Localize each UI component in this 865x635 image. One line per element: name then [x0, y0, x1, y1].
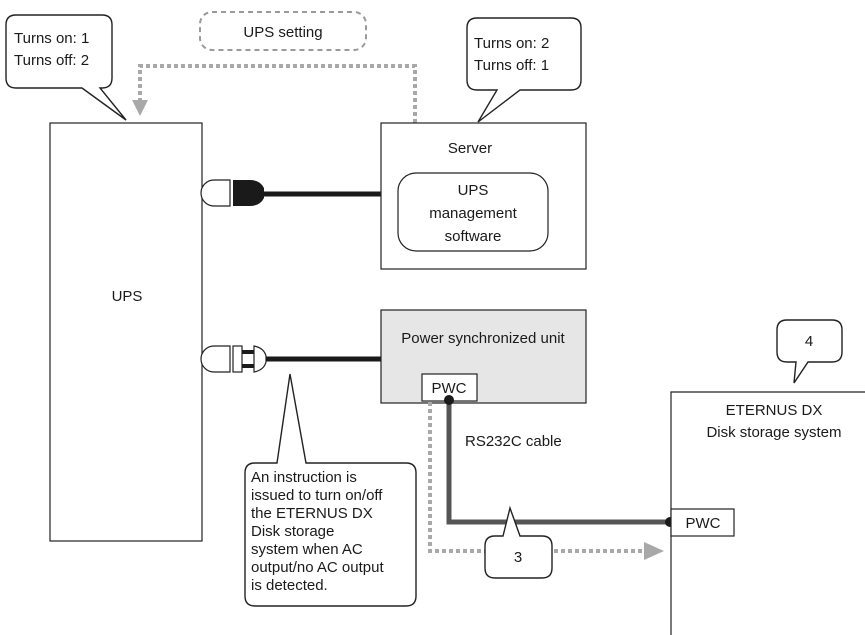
software-label-line1: UPS	[458, 182, 489, 199]
ups-turns-callout	[5, 14, 127, 121]
ups-outlet-top	[200, 179, 231, 207]
ups-setting-arrowhead	[132, 100, 148, 116]
step-3-text: 3	[514, 549, 522, 566]
ups-turns-on-text: Turns on: 1	[14, 30, 89, 47]
server-turns-on-text: Turns on: 2	[474, 35, 549, 52]
plug-bottom-body	[232, 345, 243, 373]
plug-bottom-prong-lower	[242, 364, 254, 368]
instruction-line1: An instruction is	[251, 469, 357, 486]
plug-bottom-prong-upper	[242, 350, 254, 354]
ups-setting-text: UPS setting	[243, 24, 322, 41]
instruction-line6: output/no AC output	[251, 559, 384, 576]
ups-software-box	[397, 172, 549, 252]
instruction-line2: issued to turn on/off	[251, 487, 383, 504]
software-label-line2: management	[429, 205, 517, 222]
ups-label: UPS	[112, 288, 143, 305]
power-sync-unit-box	[380, 309, 587, 404]
instruction-line3: the ETERNUS DX	[251, 505, 373, 522]
server-turns-callout	[466, 17, 582, 123]
server-label: Server	[448, 140, 492, 157]
software-label-line3: software	[445, 228, 502, 245]
storage-label-line1: ETERNUS DX	[726, 402, 823, 419]
instruction-arrow	[428, 402, 644, 553]
instruction-line5: system when AC	[251, 541, 363, 558]
ups-outlet-bottom	[200, 345, 231, 373]
plug-top-body	[233, 180, 242, 206]
rs232c-end-psu	[444, 395, 454, 405]
ups-setting-callout	[199, 11, 367, 51]
storage-pwc-label: PWC	[686, 515, 721, 532]
instruction-arrowhead	[644, 542, 664, 560]
server-turns-off-text: Turns off: 1	[474, 57, 549, 74]
rs232c-label: RS232C cable	[465, 433, 562, 450]
instruction-line4: Disk storage	[251, 523, 334, 540]
step-3-callout	[484, 505, 553, 579]
plug-top-head	[242, 180, 264, 206]
storage-pwc-box	[670, 508, 735, 537]
step-4-callout	[776, 319, 843, 384]
ups-box	[49, 122, 203, 542]
storage-box	[670, 391, 865, 635]
power-sync-unit-label: Power synchronized unit	[401, 330, 565, 347]
instruction-callout	[244, 373, 417, 607]
rs232c-cable	[446, 400, 670, 525]
step-4-text: 4	[805, 333, 813, 350]
plug-bottom-head	[253, 345, 267, 373]
instruction-line7: is detected.	[251, 577, 328, 594]
ups-turns-off-text: Turns off: 2	[14, 52, 89, 69]
psu-pwc-label: PWC	[432, 380, 467, 397]
storage-label-line2: Disk storage system	[706, 424, 841, 441]
